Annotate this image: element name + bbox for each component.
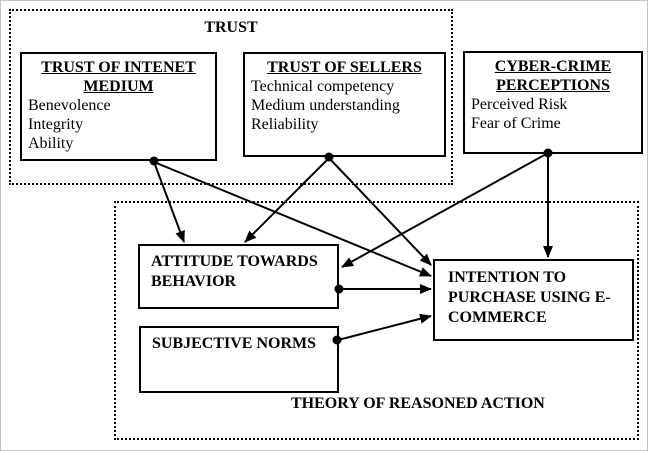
node-item: Ability [28,135,74,152]
node-subjective-norms: SUBJECTIVE NORMS [139,326,339,393]
node-title: TRUST OF INTENET MEDIUM [41,59,196,95]
node-title: ATTITUDE TOWARDS BEHAVIOR [151,253,318,290]
node-title: TRUST OF SELLERS [267,59,422,76]
node-title: CYBER-CRIME PERCEPTIONS [494,58,612,94]
node-item: Benevolence [28,97,111,114]
node-trust-of-sellers: TRUST OF SELLERS Technical competency Me… [243,52,446,157]
node-title: INTENTION TO PURCHASE USING E-COMMERCE [448,269,611,326]
node-item: Fear of Crime [471,115,561,132]
node-item: Perceived Risk [471,96,568,113]
node-item: Reliability [251,116,319,133]
node-item: Medium understanding [251,97,400,114]
node-trust-internet-medium: TRUST OF INTENET MEDIUM Benevolence Inte… [20,52,217,161]
trust-container-label: TRUST [204,19,258,36]
node-title: SUBJECTIVE NORMS [152,335,317,352]
node-cyber-crime-perceptions: CYBER-CRIME PERCEPTIONS Perceived Risk F… [463,51,643,154]
node-item: Technical competency [251,78,395,95]
theory-of-reasoned-action-label: THEORY OF REASONED ACTION [291,395,545,412]
node-intention-to-purchase: INTENTION TO PURCHASE USING E-COMMERCE [433,259,634,341]
node-item: Integrity [28,116,84,133]
node-attitude-towards-behavior: ATTITUDE TOWARDS BEHAVIOR [138,244,339,309]
